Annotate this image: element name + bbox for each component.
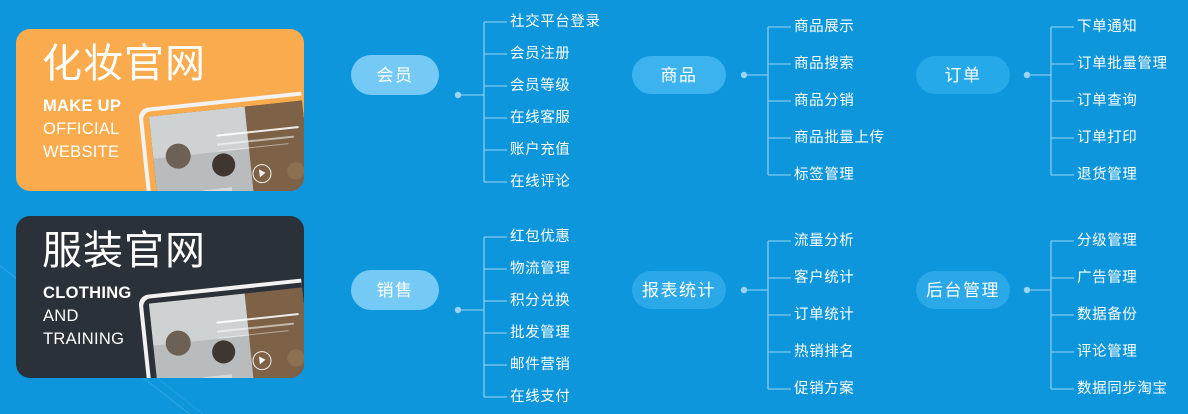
promo-card-en-line3: TRAINING: [43, 330, 125, 348]
mindmap-leaf-report-3[interactable]: 热销排名: [794, 344, 855, 360]
mindmap-junction-dot: [740, 286, 748, 294]
promo-card-en-line1: MAKE UP: [43, 97, 122, 115]
mindmap-leaf-report-4[interactable]: 促销方案: [794, 381, 855, 397]
mindmap-node-label: 商品: [660, 65, 698, 85]
mindmap-leaf-goods-1[interactable]: 商品搜索: [794, 56, 855, 72]
photo-background: [148, 287, 304, 378]
promo-card-title: 服装官网: [42, 229, 206, 273]
mindmap-node-member[interactable]: 会员: [351, 55, 439, 95]
mindmap-leaf-goods-3[interactable]: 商品批量上传: [794, 130, 885, 146]
promo-card-en-line3: WEBSITE: [43, 143, 120, 161]
promo-card-subtitle: MAKE UP OFFICIAL WEBSITE: [43, 95, 121, 164]
mindmap-node-label: 会员: [376, 65, 414, 85]
promo-card-en-line2: AND: [43, 307, 79, 325]
mindmap-leaf-admin-4[interactable]: 数据同步淘宝: [1077, 381, 1168, 397]
promo-card-en-line1: CLOTHING: [43, 284, 132, 302]
promo-card-title: 化妆官网: [42, 42, 206, 86]
mindmap-leaf-report-2[interactable]: 订单统计: [794, 307, 855, 323]
mindmap-leaf-sales-1[interactable]: 物流管理: [510, 261, 571, 277]
mindmap-leaf-order-3[interactable]: 订单打印: [1077, 130, 1138, 146]
mindmap-leaf-order-4[interactable]: 退货管理: [1077, 167, 1138, 183]
mindmap-node-admin[interactable]: 后台管理: [916, 271, 1010, 309]
mindmap-leaf-report-0[interactable]: 流量分析: [794, 233, 855, 249]
mindmap-leaf-goods-0[interactable]: 商品展示: [794, 19, 855, 35]
mindmap-leaf-sales-0[interactable]: 红包优惠: [510, 229, 571, 245]
mindmap-leaf-order-0[interactable]: 下单通知: [1077, 19, 1138, 35]
mindmap-leaf-member-3[interactable]: 在线客服: [510, 110, 571, 126]
mindmap-node-order[interactable]: 订单: [916, 56, 1010, 94]
mindmap-leaf-order-2[interactable]: 订单查询: [1077, 93, 1138, 109]
mindmap-node-report[interactable]: 报表统计: [632, 271, 726, 309]
mindmap-junction-dot: [454, 306, 462, 314]
mindmap-node-goods[interactable]: 商品: [632, 56, 726, 94]
mindmap-leaf-sales-4[interactable]: 邮件营销: [510, 357, 571, 373]
mindmap-node-label: 后台管理: [926, 280, 1000, 300]
photo-people-illustration: [148, 100, 304, 191]
mindmap-leaf-order-1[interactable]: 订单批量管理: [1077, 56, 1168, 72]
mindmap-junction-dot: [454, 91, 462, 99]
mindmap-leaf-admin-0[interactable]: 分级管理: [1077, 233, 1138, 249]
mindmap-leaf-goods-4[interactable]: 标签管理: [794, 167, 855, 183]
promo-card-subtitle: CLOTHING AND TRAINING: [43, 282, 132, 351]
promo-card-photo: [142, 96, 304, 191]
mindmap-junction-dot: [1023, 286, 1031, 294]
promo-card-makeup[interactable]: 化妆官网 MAKE UP OFFICIAL WEBSITE: [16, 29, 304, 191]
mindmap-node-label: 报表统计: [642, 280, 716, 300]
mindmap-leaf-member-1[interactable]: 会员注册: [510, 46, 571, 62]
promo-card-clothing[interactable]: 服装官网 CLOTHING AND TRAINING: [16, 216, 304, 378]
mindmap-leaf-sales-3[interactable]: 批发管理: [510, 325, 571, 341]
mindmap-leaf-report-1[interactable]: 客户统计: [794, 270, 855, 286]
mindmap-node-label: 销售: [376, 280, 414, 300]
mindmap-leaf-member-5[interactable]: 在线评论: [510, 174, 571, 190]
mindmap-junction-dot: [1023, 71, 1031, 79]
photo-background: [148, 100, 304, 191]
mindmap-leaf-admin-2[interactable]: 数据备份: [1077, 307, 1138, 323]
mindmap-node-label: 订单: [944, 65, 982, 85]
mindmap-leaf-goods-2[interactable]: 商品分销: [794, 93, 855, 109]
mindmap-leaf-sales-2[interactable]: 积分兑换: [510, 293, 571, 309]
mindmap-leaf-member-2[interactable]: 会员等级: [510, 78, 571, 94]
mindmap-node-sales[interactable]: 销售: [351, 270, 439, 310]
mindmap-leaf-member-4[interactable]: 账户充值: [510, 142, 571, 158]
mindmap-leaf-admin-3[interactable]: 评论管理: [1077, 344, 1138, 360]
mindmap-leaf-member-0[interactable]: 社交平台登录: [510, 14, 601, 30]
promo-card-en-line2: OFFICIAL: [43, 120, 120, 138]
mindmap-leaf-admin-1[interactable]: 广告管理: [1077, 270, 1138, 286]
promo-card-photo: [142, 283, 304, 378]
photo-people-illustration: [148, 287, 304, 378]
mindmap-junction-dot: [740, 71, 748, 79]
mindmap-leaf-sales-5[interactable]: 在线支付: [510, 389, 571, 405]
